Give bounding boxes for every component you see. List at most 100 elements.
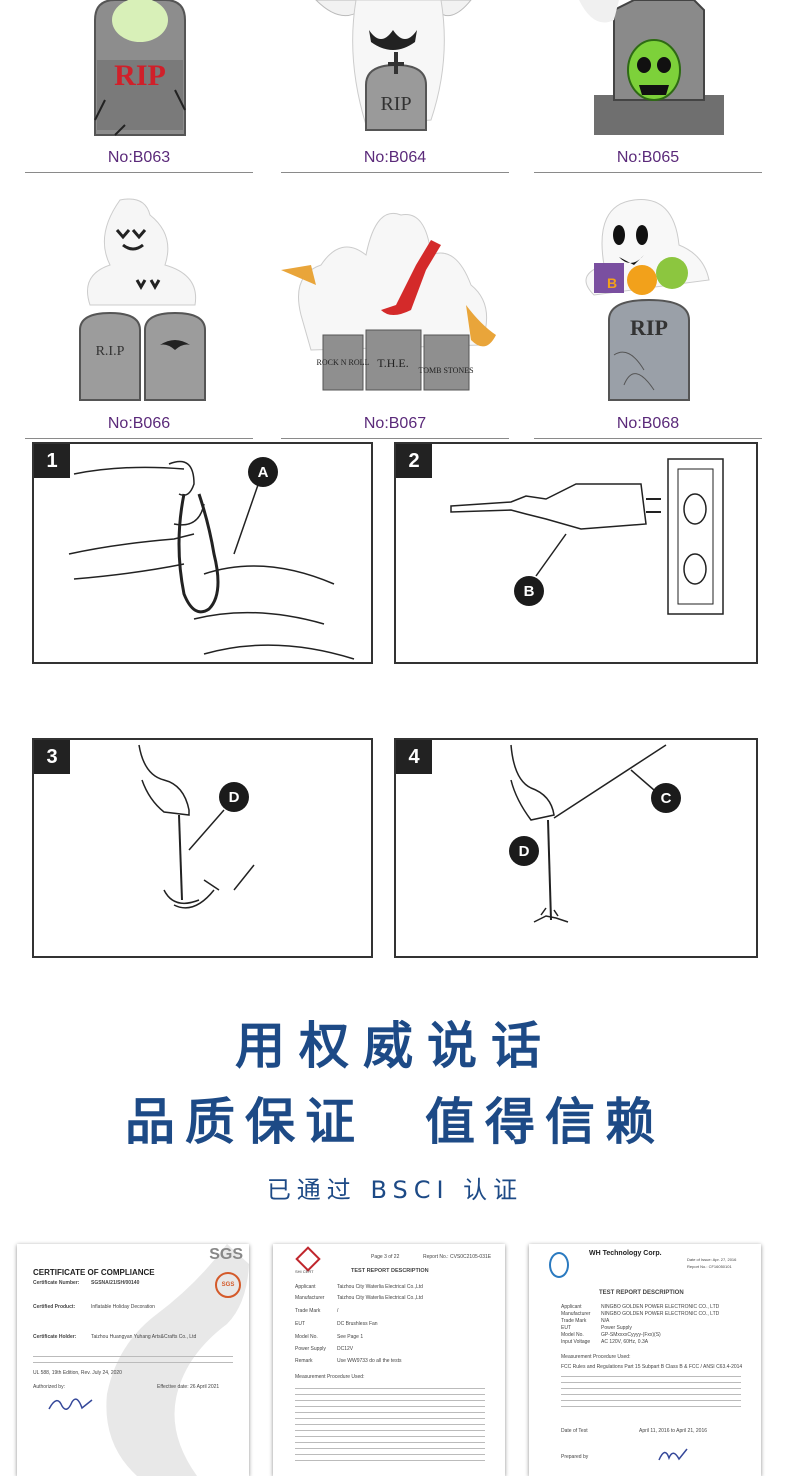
product-code: No:B067: [363, 415, 427, 432]
product-b064[interactable]: RIP No:B064: [281, 0, 509, 175]
step-2-panel: 2 B: [394, 442, 758, 664]
page-number: Page 3 of 22: [371, 1254, 400, 1260]
headline-subtitle: 已通过 BSCI 认证: [266, 1176, 524, 1204]
sgs-seal-icon: SGS: [215, 1272, 241, 1298]
product-code: No:B066: [107, 415, 171, 432]
step-1-panel: 1 A: [32, 442, 373, 664]
row-label: Input Voltage: [561, 1339, 591, 1345]
row-value: /: [337, 1308, 339, 1314]
svg-text:ROCK N ROLL: ROCK N ROLL: [317, 358, 370, 367]
eagle-watermark-icon: [106, 1244, 249, 1476]
row-label: Manufacturer: [295, 1295, 325, 1301]
row-label: Model No.: [561, 1332, 584, 1338]
divider: [25, 438, 253, 439]
callout-c: C: [651, 783, 681, 813]
callout-a: A: [248, 457, 278, 487]
certified-product-label: Certified Product:: [33, 1304, 76, 1310]
row-label: Trade Mark: [561, 1318, 587, 1324]
row-value: GP-SMxxxxCyyyy-(Fxx)(S): [601, 1332, 661, 1338]
row-value: AC 120V, 60Hz, 0.3A: [601, 1339, 649, 1345]
divider: [281, 438, 509, 439]
product-image-b066: R.I.P: [79, 198, 206, 401]
fcc-rules: FCC Rules and Regulations Part 15 Subpar…: [561, 1364, 743, 1370]
effective-date: Effective date: 26 April 2021: [157, 1384, 220, 1390]
product-image-b064: RIP: [315, 0, 472, 131]
product-code: No:B064: [363, 149, 427, 166]
svg-text:RIP: RIP: [380, 93, 411, 115]
product-b066[interactable]: R.I.P No:B066: [25, 195, 253, 440]
step-number: 2: [396, 444, 432, 478]
product-b067[interactable]: ROCK N ROLL T.H.E. TOMB STONES No:B067: [281, 195, 509, 440]
certificate-wh-test-report[interactable]: WH Technology Corp. Date of Issue: Apr. …: [529, 1244, 761, 1476]
certificate-holder-label: Certificate Holder:: [33, 1334, 77, 1340]
step-4-panel: 4 C D: [394, 738, 758, 958]
certificate-title: CERTIFICATE OF COMPLIANCE: [33, 1268, 155, 1277]
divider: [281, 172, 509, 173]
svg-text:RIP: RIP: [630, 315, 668, 340]
product-b063[interactable]: RIP No:B063: [25, 0, 253, 175]
certified-product: Inflatable Holiday Decoration: [91, 1304, 155, 1310]
row-label: Applicant: [295, 1284, 316, 1290]
product-code: No:B065: [616, 149, 680, 166]
row-label: Applicant: [561, 1304, 582, 1310]
headline-line-1: 用权威说话: [235, 1017, 555, 1075]
procedure-label: Measurement Procedure Used:: [295, 1374, 365, 1380]
row-value: See Page 1: [337, 1334, 364, 1340]
wh-logo-icon: [549, 1252, 569, 1278]
certificate-number-label: Certificate Number:: [33, 1280, 80, 1286]
sgs-logo: SGS: [209, 1246, 243, 1263]
headline-line-2: 品质保证 值得信赖: [125, 1093, 665, 1151]
step-1-illustration: [68, 460, 355, 660]
row-value: Power Supply: [601, 1325, 632, 1331]
certificate-holder: Taizhou Huangyan Yuhang Arts&Crafts Co.,…: [91, 1334, 197, 1340]
row-value: Taizhou City Waterlia Electrical Co.,Ltd: [337, 1295, 423, 1301]
signature-icon: [658, 1448, 688, 1461]
divider: [534, 172, 762, 173]
certificate-number: SGSNA/21/SH/00140: [91, 1280, 140, 1286]
certificate-body-lines: [33, 1356, 233, 1368]
report-title: TEST REPORT DESCRIPTION: [351, 1268, 429, 1274]
report-body-lines: [295, 1388, 485, 1466]
row-label: EUT: [561, 1325, 571, 1331]
product-b065[interactable]: No:B065: [534, 0, 762, 175]
step-number: 1: [34, 444, 70, 478]
row-value: DC Brushless Fan: [337, 1321, 378, 1327]
product-image-b065: [579, 0, 724, 135]
row-label: Trade Mark: [295, 1308, 321, 1314]
date-of-test: April 11, 2016 to April 21, 2016: [639, 1428, 708, 1434]
callout-d: D: [219, 782, 249, 812]
product-code: No:B068: [616, 415, 680, 432]
report-body-lines: [561, 1376, 741, 1412]
row-label: Remark: [295, 1358, 313, 1364]
svg-text:T.H.E.: T.H.E.: [377, 356, 408, 370]
row-value: NINGBO GOLDEN POWER ELECTRONIC CO., LTD: [601, 1311, 720, 1317]
product-image-b067: ROCK N ROLL T.H.E. TOMB STONES: [281, 213, 496, 391]
row-value: NINGBO GOLDEN POWER ELECTRONIC CO., LTD: [601, 1304, 720, 1310]
row-value: DC12V: [337, 1346, 354, 1352]
authorized-by: Authorized by:: [33, 1384, 65, 1390]
product-image-b068: B RIP: [585, 199, 710, 401]
step-number: 3: [34, 740, 70, 774]
product-code: No:B063: [107, 149, 171, 166]
product-b068[interactable]: B RIP No:B068: [534, 195, 762, 440]
callout-d: D: [509, 836, 539, 866]
step-3-panel: 3 D: [32, 738, 373, 958]
svg-text:TOMB STONES: TOMB STONES: [418, 366, 473, 375]
row-value: Taizhou City Waterlia Electrical Co.,Ltd: [337, 1284, 423, 1290]
report-number: Report No.: CVS0C2105-031E: [423, 1254, 492, 1260]
row-value: N/A: [601, 1318, 610, 1324]
step-number: 4: [396, 740, 432, 774]
report-number: Report No.: CF16050101: [687, 1264, 732, 1269]
certificate-sgs[interactable]: SGS SGS CERTIFICATE OF COMPLIANCE Certif…: [17, 1244, 249, 1476]
prepared-by: Prepared by: [561, 1454, 589, 1460]
issue-date: Date of Issue: Apr. 27, 2016: [687, 1257, 737, 1262]
procedure-label: Measurement Procedure Used:: [561, 1354, 631, 1360]
svg-text:R.I.P: R.I.P: [96, 344, 125, 359]
report-title: TEST REPORT DESCRIPTION: [599, 1290, 684, 1296]
shi-logo-text: SHI CERT: [295, 1269, 314, 1274]
step-4-illustration: [510, 744, 667, 923]
row-label: Manufacturer: [561, 1311, 591, 1317]
certificate-shi-test-report[interactable]: SHI CERT Page 3 of 22 Report No.: CVS0C2…: [273, 1244, 505, 1476]
step-2-illustration: [450, 458, 724, 615]
row-label: Model No.: [295, 1334, 318, 1340]
